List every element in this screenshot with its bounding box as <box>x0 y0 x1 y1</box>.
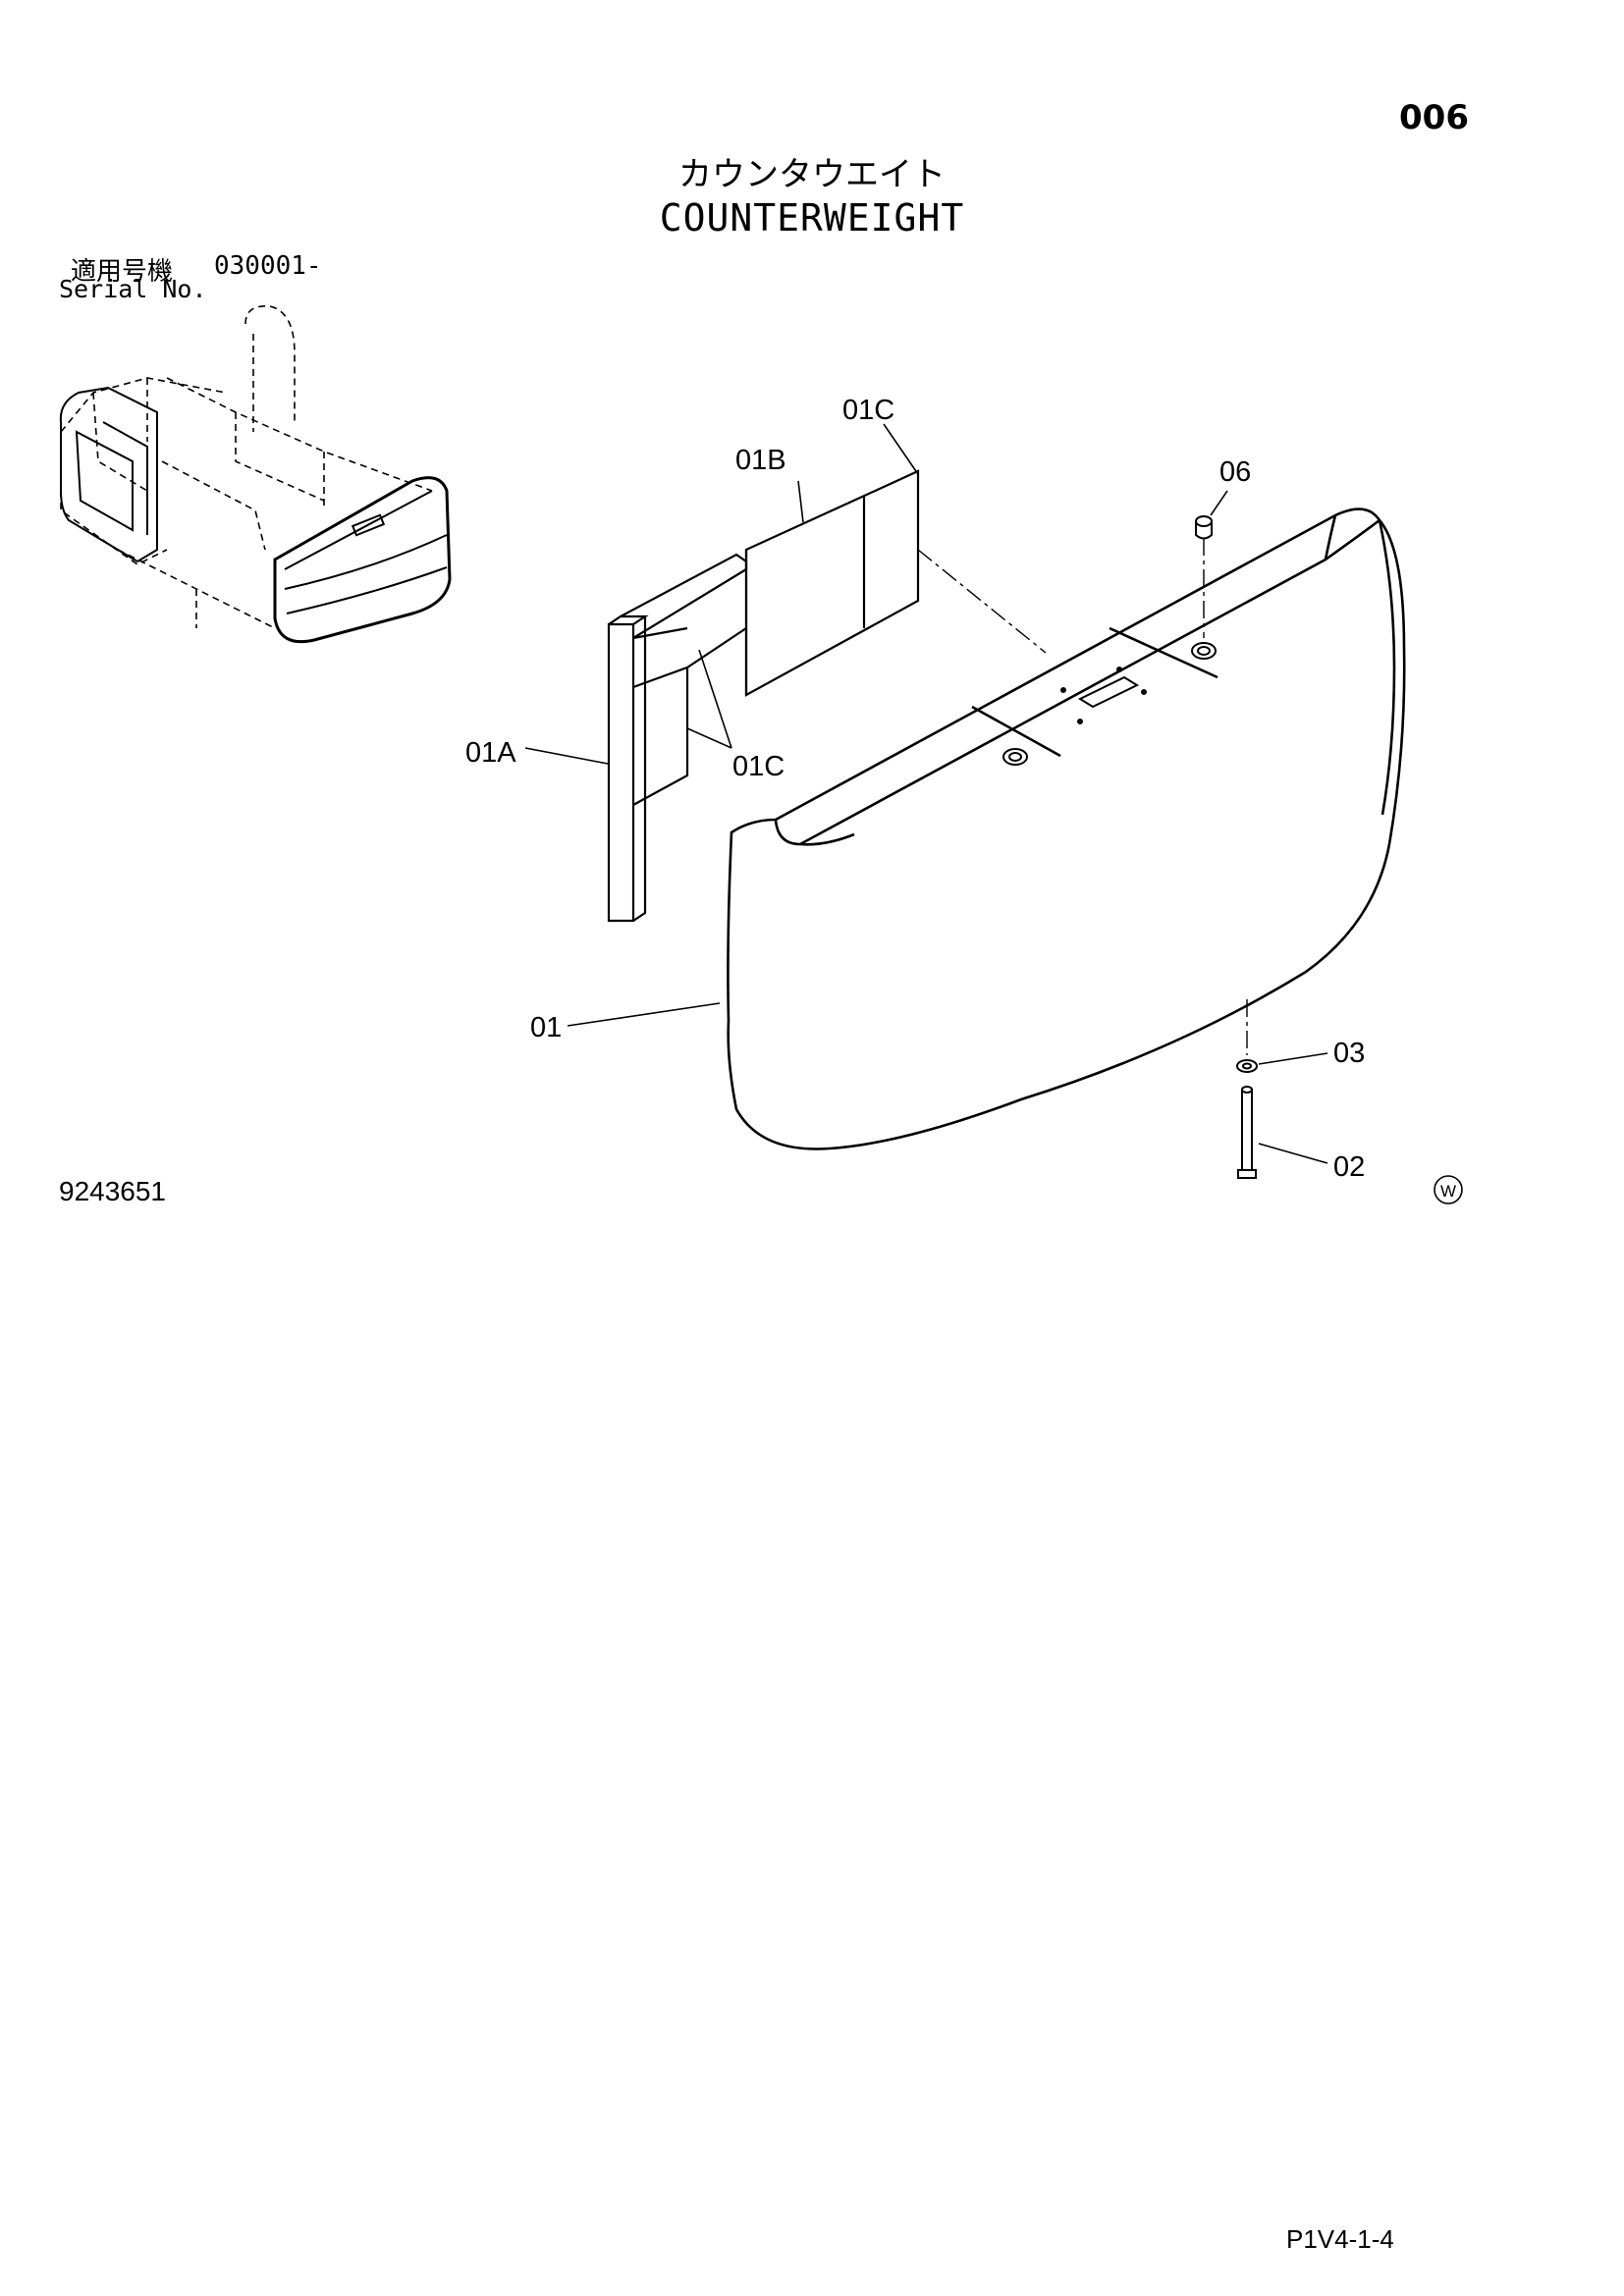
part-01A-post <box>607 553 748 923</box>
drawing-number: 9243651 <box>59 1176 167 1206</box>
part-01-counterweight-body <box>727 507 1406 1150</box>
callout-01A: 01A <box>465 737 516 769</box>
callout-01C-top: 01C <box>842 395 894 426</box>
callout-01C-bottom: 01C <box>732 751 785 782</box>
page-number: 006 <box>1399 98 1469 137</box>
serial-label-japanese: 適用号機 <box>71 257 174 287</box>
serial-number: 030001- <box>214 251 322 281</box>
sheet-code: P1V4-1-4 <box>1286 2224 1394 2254</box>
callout-01B: 01B <box>735 445 786 476</box>
callout-01: 01 <box>530 1012 562 1043</box>
page-title-english: COUNTERWEIGHT <box>659 196 965 240</box>
callout-03: 03 <box>1333 1038 1365 1069</box>
serial-label-english: Serial No. <box>59 275 207 303</box>
callout-02: 02 <box>1333 1151 1365 1183</box>
watermark-letter: W <box>1440 1182 1456 1201</box>
callout-06: 06 <box>1219 456 1251 488</box>
part-01B-plate <box>744 469 920 697</box>
page-title-japanese: カウンタウエイト <box>678 155 946 194</box>
